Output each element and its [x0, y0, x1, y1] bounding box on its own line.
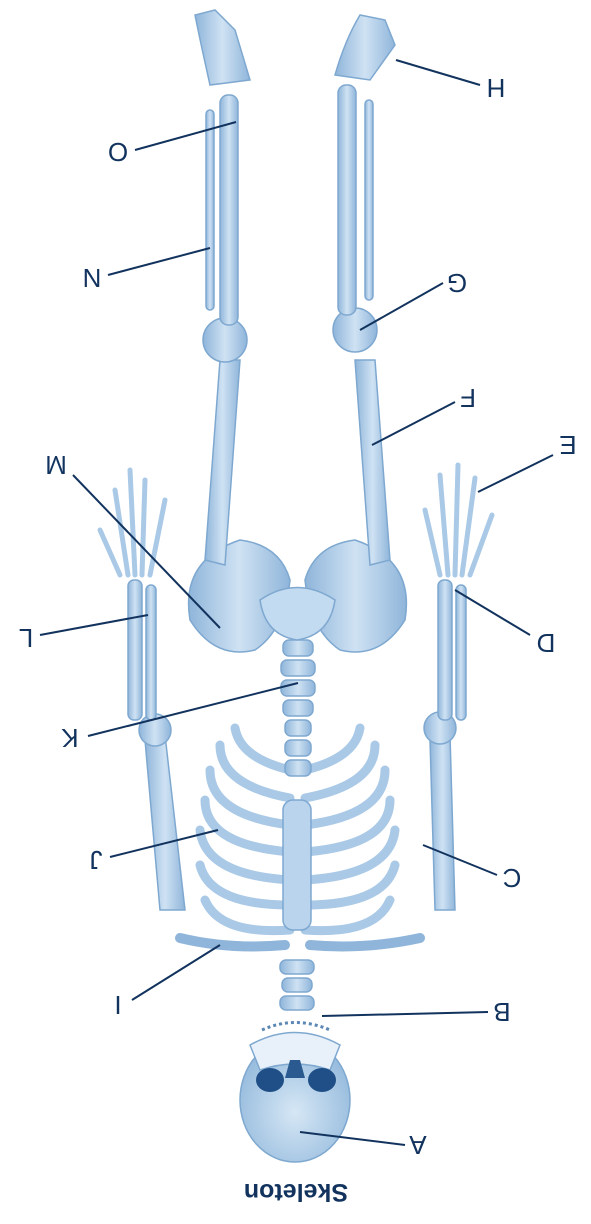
label-i: I [114, 990, 121, 1020]
label-h: H [487, 73, 506, 103]
leader-f [372, 402, 455, 445]
label-e: E [559, 430, 576, 460]
label-g: G [447, 268, 467, 298]
hands [100, 465, 492, 575]
label-a: A [409, 1130, 427, 1160]
spine [281, 640, 315, 776]
skull [240, 1023, 350, 1163]
leader-i [132, 945, 220, 1000]
label-b: B [493, 997, 510, 1027]
cervical-vertebrae [280, 960, 314, 1010]
leader-h [396, 60, 480, 85]
label-j: J [90, 845, 103, 875]
lower-legs [206, 85, 373, 325]
femurs [203, 308, 390, 565]
leader-b [322, 1012, 488, 1016]
label-o: O [108, 137, 128, 167]
label-l: L [19, 623, 33, 653]
leader-e [478, 455, 553, 492]
leader-k [88, 683, 298, 736]
figure-caption: Skeleton [244, 1178, 348, 1206]
label-d: D [537, 628, 556, 658]
label-m: M [45, 450, 67, 480]
left-clavicle [180, 938, 285, 946]
label-n: N [83, 263, 102, 293]
right-clavicle [310, 938, 420, 946]
sternum [283, 800, 311, 930]
label-f: F [460, 383, 476, 413]
label-k: K [61, 723, 79, 753]
label-c: C [503, 863, 522, 893]
feet [195, 10, 395, 85]
leader-n [108, 248, 210, 275]
skeleton-illustration [100, 10, 492, 1162]
